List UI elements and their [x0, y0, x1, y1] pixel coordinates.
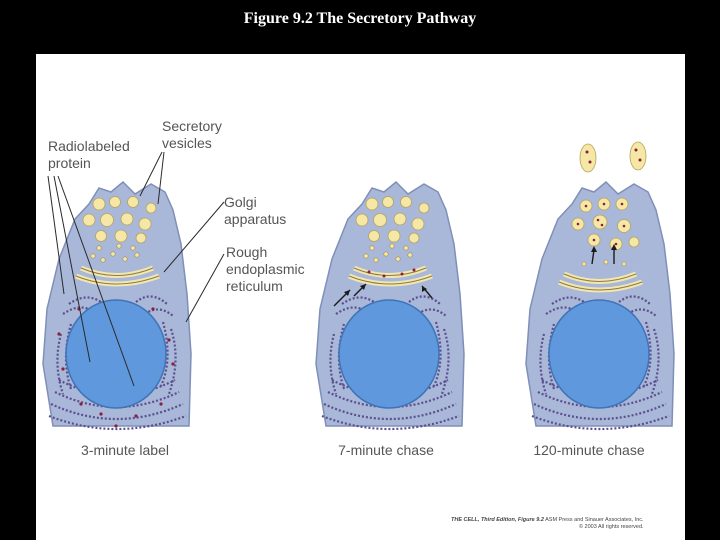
apparatus-label-line2: apparatus [224, 211, 287, 227]
radiolabeled-protein-label: Radiolabeled protein [48, 138, 130, 172]
cell-diagram [42, 141, 675, 431]
cell-7-minute [315, 181, 465, 431]
caption-3-minute: 3-minute label [81, 442, 169, 458]
radiolabeled-label-line1: Radiolabeled [48, 138, 130, 154]
rough-label-line1: Rough [226, 244, 268, 260]
golgi-apparatus-label: Golgi apparatus [224, 194, 286, 228]
endoplasmic-label-line2: endoplasmic [226, 261, 305, 277]
figure-panel: Radiolabeled protein Secretory vesicles … [36, 54, 685, 540]
protein-label-line2: protein [48, 155, 91, 171]
caption-120-minute: 120-minute chase [533, 442, 645, 458]
secretory-label-line1: Secretory [162, 118, 222, 134]
copyright-credit: THE CELL, Third Edition, Figure 9.2 ASM … [451, 517, 644, 531]
caption-7-minute: 7-minute chase [338, 442, 434, 458]
leader-lines [47, 151, 225, 387]
slide-title: Figure 9.2 The Secretory Pathway [243, 10, 477, 27]
credit-rights: © 2003 All rights reserved. [578, 524, 644, 530]
cell-3-minute [42, 181, 192, 431]
secretory-vesicles-label: Secretory vesicles [162, 118, 222, 152]
rough-er-label: Rough endoplasmic reticulum [226, 244, 305, 295]
golgi-label-line1: Golgi [224, 194, 257, 210]
vesicles-label-line2: vesicles [162, 135, 212, 151]
reticulum-label-line3: reticulum [226, 278, 283, 294]
credit-book-title: THE CELL, Third Edition, Figure 9.2 [451, 517, 544, 523]
credit-publisher: ASM Press and Sinauer Associates, Inc. [543, 517, 644, 523]
cell-120-minute [525, 141, 675, 431]
